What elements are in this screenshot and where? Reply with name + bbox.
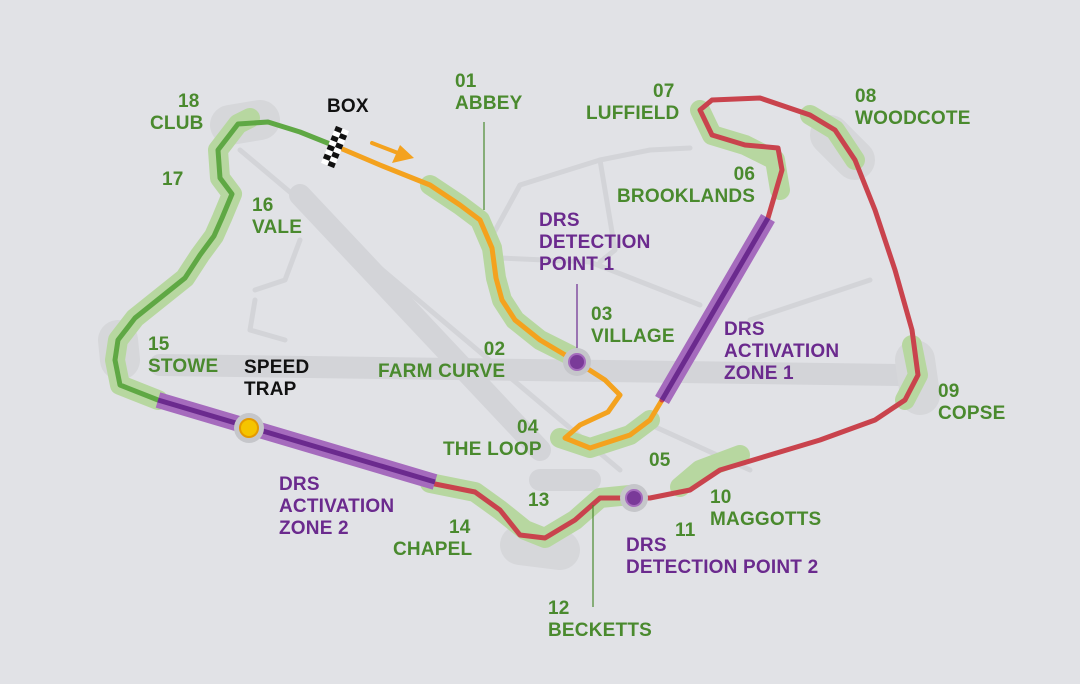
service-road <box>497 255 703 308</box>
runway <box>289 184 551 461</box>
halo-segment <box>670 445 750 497</box>
corner-17-label: 17 <box>162 169 184 190</box>
speed-trap-marker <box>239 418 259 438</box>
drs-zone-1-line <box>659 216 771 402</box>
drs-zone-2-line <box>157 397 436 485</box>
runway <box>149 354 911 386</box>
speed-trap-label: SPEED TRAP <box>244 357 310 400</box>
direction-arrow-icon <box>370 141 414 163</box>
sector-3-line <box>112 119 343 403</box>
drs-detection-2-label: DRS DETECTION POINT 2 <box>626 535 819 578</box>
box-label: BOX <box>327 96 369 117</box>
start-finish-flag-icon <box>321 125 349 169</box>
drs-activation-2-label: DRS ACTIVATION ZONE 2 <box>279 474 395 539</box>
runoff <box>500 525 580 570</box>
sector-1-line <box>337 145 665 451</box>
corner-11-label: 11 <box>675 520 696 541</box>
service-road <box>747 277 873 323</box>
service-road <box>252 237 303 293</box>
corner-13-label: 13 <box>528 490 550 511</box>
drs-detection-2-marker <box>625 489 643 507</box>
drs-detection-1-marker <box>568 353 586 371</box>
drs-detection-1-label: DRS DETECTION POINT 1 <box>539 210 651 275</box>
corner-05-label: 05 <box>649 450 671 471</box>
service-road <box>597 157 618 265</box>
runway-roads <box>149 184 911 491</box>
sector-2-line <box>427 95 921 541</box>
service-road <box>247 297 288 343</box>
drs-activation-1-label: DRS ACTIVATION ZONE 1 <box>724 319 840 384</box>
